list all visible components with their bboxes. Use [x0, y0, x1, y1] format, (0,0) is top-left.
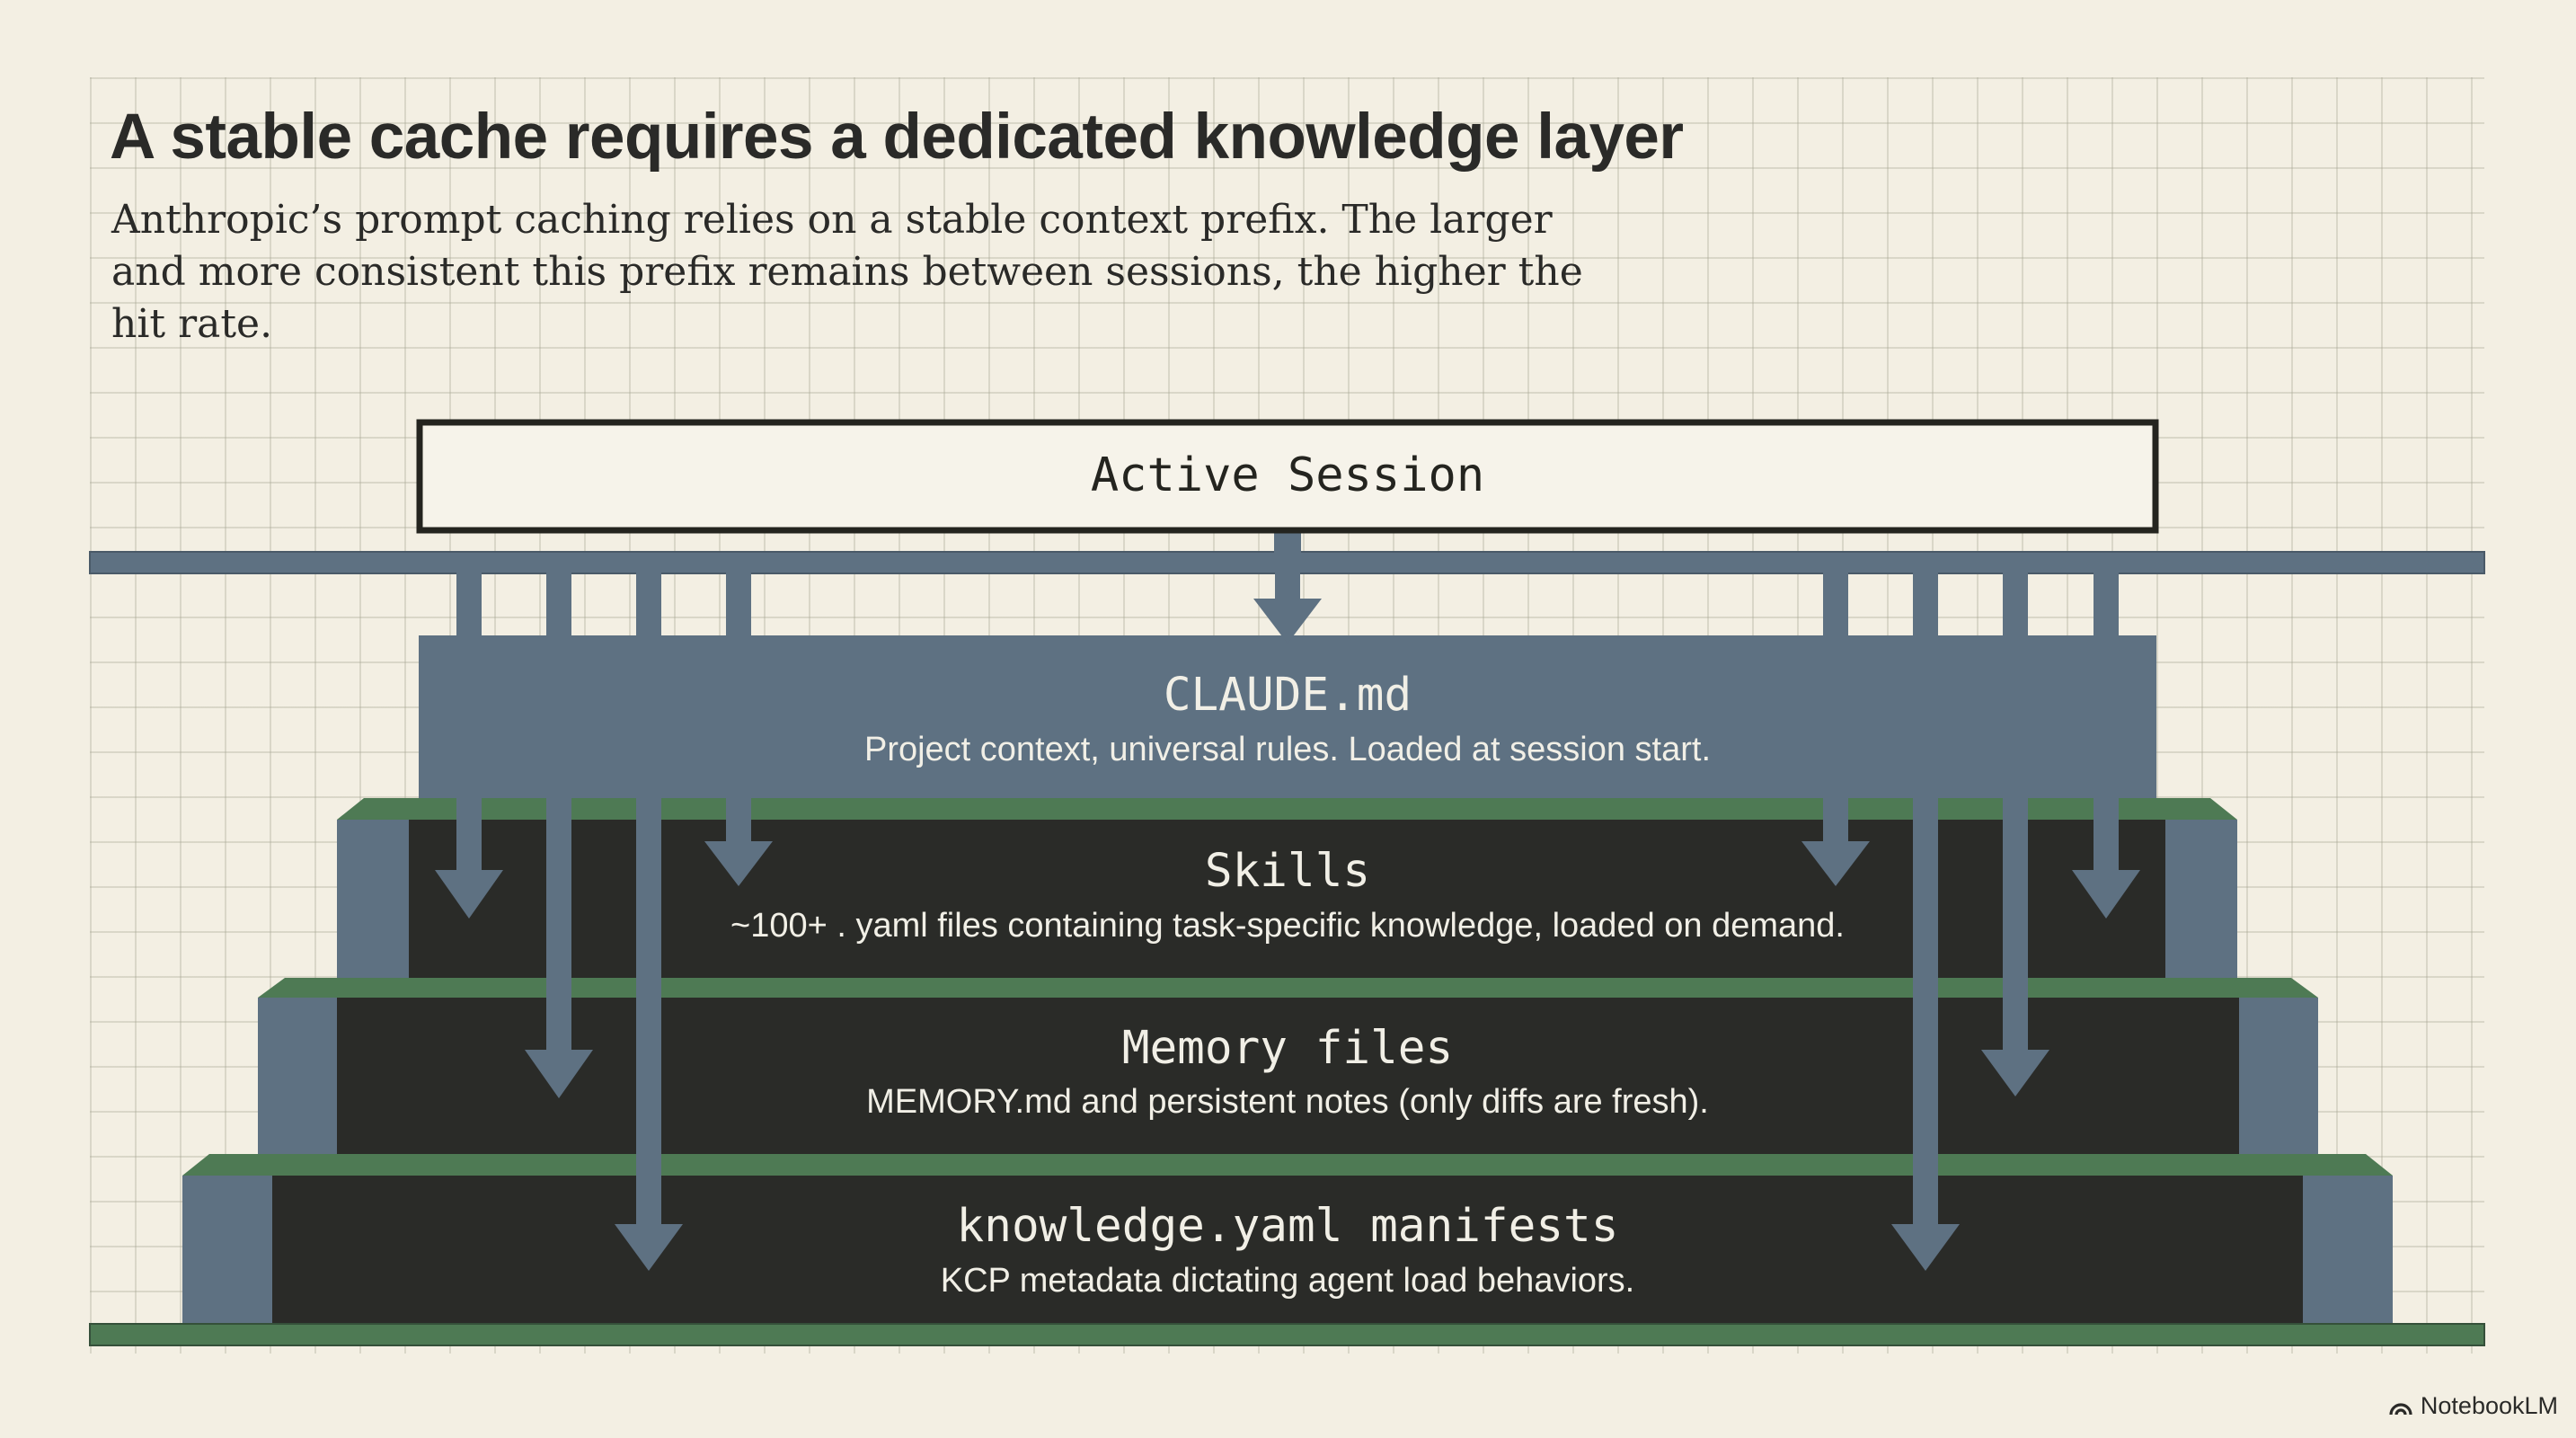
layer-knowledge-yaml-description: KCP metadata dictating agent load behavi…	[941, 1262, 1634, 1300]
layer-skills-side-left	[337, 820, 409, 978]
layer-knowledge-yaml-ledge	[182, 1154, 2393, 1176]
layer-memory-files-side-right	[2239, 998, 2318, 1154]
arrow-right-knowledge-yaml	[1891, 572, 1960, 1271]
layer-memory-files-title: Memory files	[1122, 1022, 1453, 1075]
notebooklm-logo-icon	[2389, 1402, 2412, 1415]
layer-claude-md-description: Project context, universal rules. Loaded…	[864, 731, 1711, 768]
layer-skills-title: Skills	[1205, 845, 1370, 898]
active-session-frame	[416, 419, 2159, 534]
layer-knowledge-yaml-body	[272, 1176, 2303, 1324]
layer-labels: CLAUDE.md Project context, universal rul…	[730, 669, 1845, 1300]
layer-skills-description: ~100+ . yaml files containing task-speci…	[730, 907, 1845, 945]
layer-skills-ledge	[337, 798, 2237, 820]
layer-memory-files-side-left	[258, 998, 337, 1154]
layer-knowledge-yaml-side-left	[182, 1176, 272, 1324]
arrow-left-memory-files	[525, 572, 593, 1098]
active-session-label: Active Session	[1091, 448, 1484, 502]
layer-claude-md-title: CLAUDE.md	[1164, 669, 1412, 722]
watermark-label: NotebookLM	[2420, 1392, 2558, 1419]
layer-knowledge-yaml-side-right	[2303, 1176, 2393, 1324]
arrow-center-claude-md	[1253, 572, 1322, 644]
layer-knowledge-yaml	[182, 1154, 2393, 1324]
arrow-right-memory-files	[1981, 572, 2049, 1096]
arrow-left-skills-inner	[704, 572, 773, 886]
page-subtitle: Anthropic’s prompt caching relies on a s…	[111, 197, 1583, 347]
notebooklm-watermark: NotebookLM	[2388, 1392, 2558, 1420]
ground-bar	[89, 1323, 2485, 1346]
layer-claude-md	[419, 635, 2156, 798]
arrow-left-knowledge-yaml	[615, 572, 683, 1271]
layer-skills	[337, 798, 2237, 978]
session-stem	[1274, 532, 1301, 554]
layer-memory-files-ledge	[258, 978, 2318, 998]
arrow-right-skills-inner	[1801, 572, 1870, 886]
layer-knowledge-yaml-title: knowledge.yaml manifests	[957, 1200, 1619, 1253]
page-title: A stable cache requires a dedicated know…	[110, 102, 1684, 173]
layer-claude-md-body	[419, 635, 2156, 798]
arrow-left-skills	[435, 572, 503, 919]
distribution-bus	[89, 551, 2485, 574]
layer-skills-side-right	[2165, 820, 2237, 978]
active-session-box: Active Session	[416, 419, 2159, 534]
layer-memory-files-description: MEMORY.md and persistent notes (only dif…	[866, 1083, 1709, 1121]
layer-skills-body	[409, 820, 2165, 978]
load-arrows	[435, 572, 2140, 1271]
arrow-right-skills	[2072, 572, 2140, 919]
